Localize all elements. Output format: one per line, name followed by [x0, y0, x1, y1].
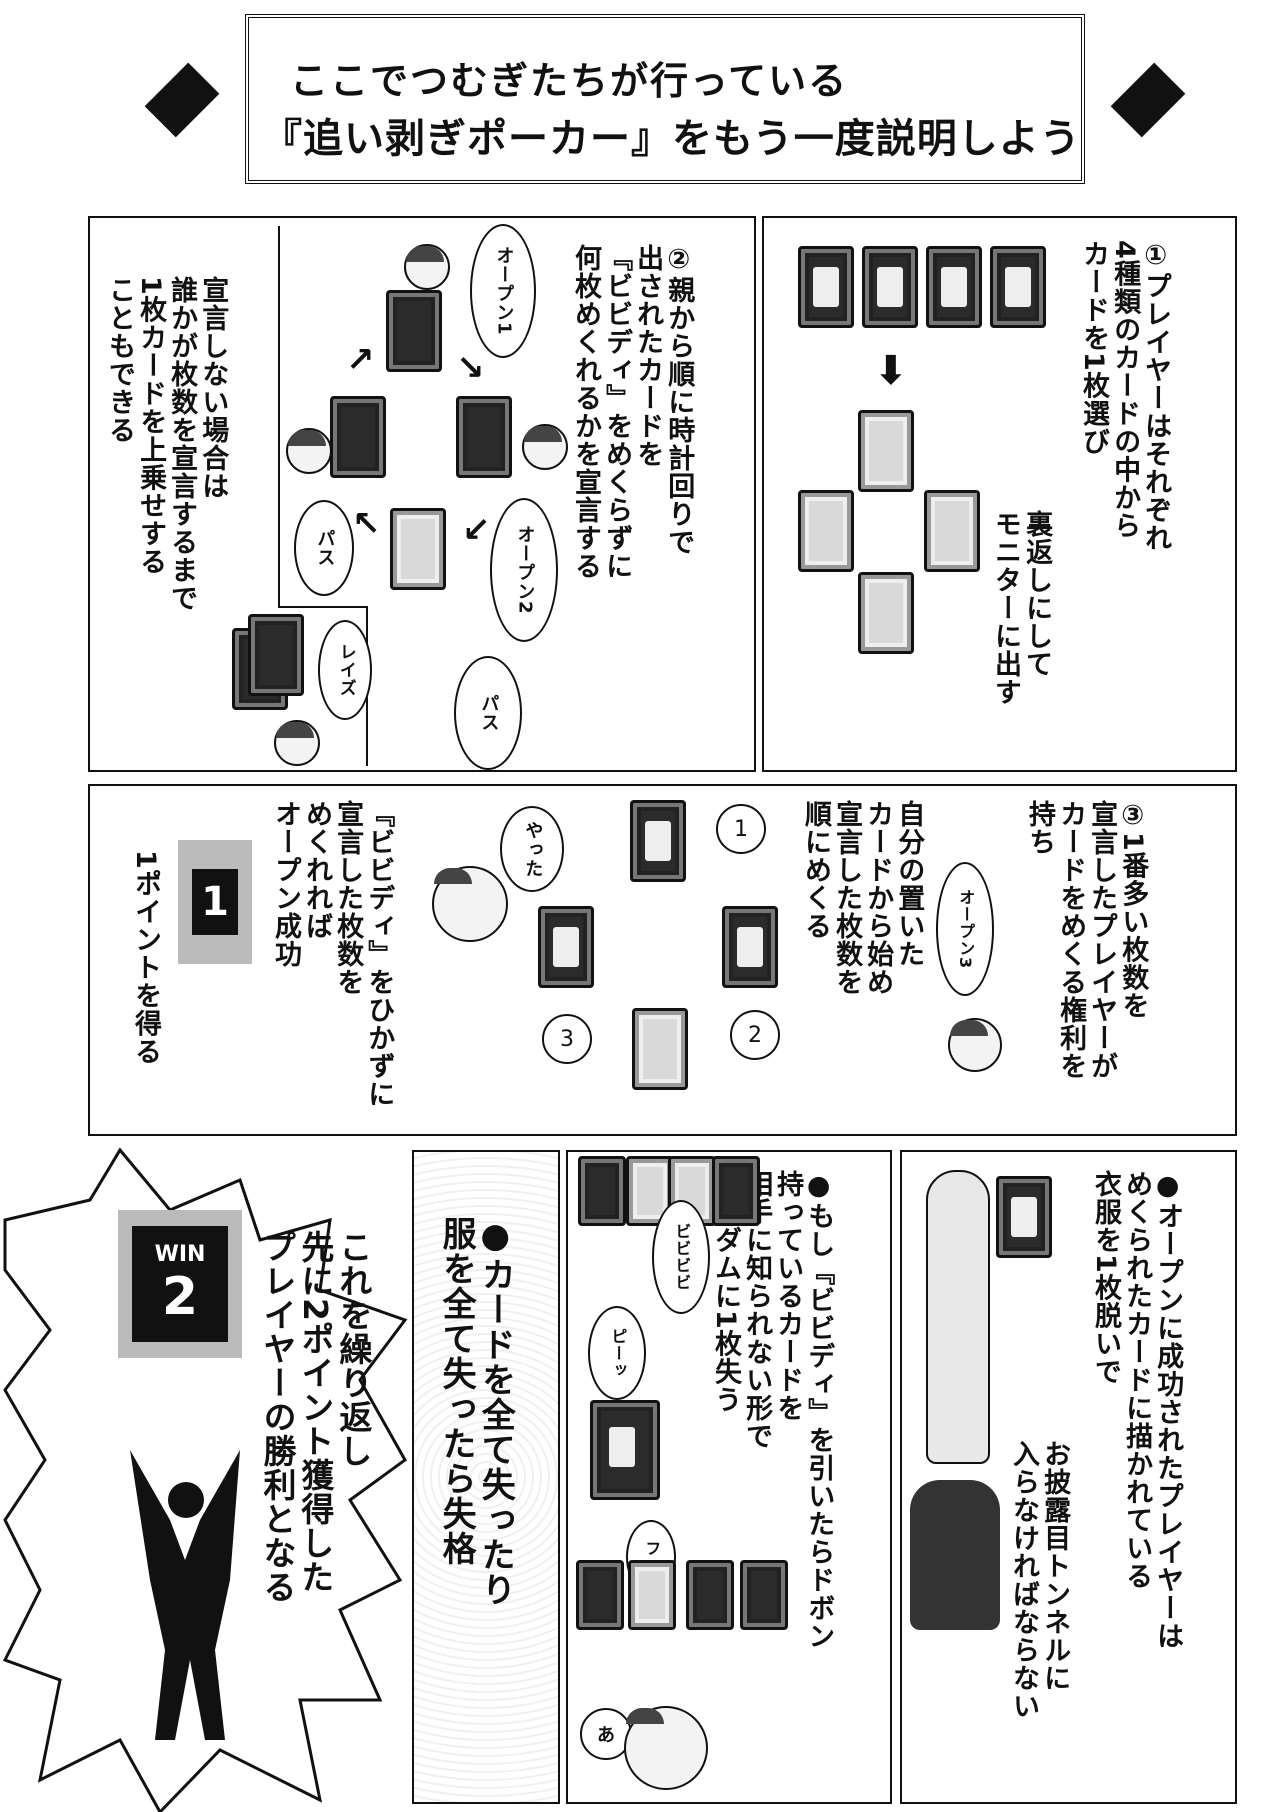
panel3-point-text: 1ポイントを得る [130, 850, 162, 1066]
card-p5-6 [628, 1560, 676, 1630]
rotate-arrow-icon-2: ↘ [456, 348, 485, 388]
card-p5-5 [576, 1560, 624, 1630]
win-burst [2, 1147, 408, 1812]
card-bottom [390, 508, 446, 590]
player-face-right [522, 424, 568, 470]
player-face-top [404, 244, 450, 290]
panel3-step: 自分の置いた カードから始め 宣言した枚数を 順にめくる [800, 800, 925, 996]
panel2-divider [278, 226, 280, 606]
bubble-pass-a: パス [294, 500, 354, 596]
tunnel-image [910, 1480, 1000, 1630]
panel2-note: 宣言しない場合は 誰かが枚数を宣言するまで 1枚カードを上乗せする こともできる [104, 276, 229, 612]
panel4-caption: お披露目トンネルに 入らなければならない [1008, 1440, 1071, 1720]
rotate-arrow-icon-3: ↙ [462, 510, 491, 550]
card-top [386, 290, 442, 372]
panel3-success: 『ビビディ』をひかずに 宣言した枚数を めくれれば オープン成功 [270, 800, 395, 1108]
header-frame [245, 14, 1085, 184]
bubble-raise: レイズ [318, 620, 372, 720]
player-face-left [286, 428, 332, 474]
card-panties-p5 [590, 1400, 660, 1500]
panel1-title: ①プレイヤーはそれぞれ 4種類のカードの中から カードを1枚選び [1078, 240, 1172, 552]
card-p3-bottom [632, 1008, 688, 1090]
panel-4 [900, 1150, 1237, 1804]
bubble-yatta: やった [500, 806, 564, 892]
diamond-left-icon [144, 62, 220, 138]
panel4-text: ●オープンに成功されたプレイヤーは めくられたカードに描かれている 衣服を1枚脱… [1090, 1170, 1184, 1650]
card-raise-2 [248, 614, 304, 696]
panel5-text: ●もし『ビビディ』を引いたらドボン 持っているカードを 相手に知られない形で ラ… [710, 1170, 835, 1650]
sfx-bibibibi: ビビビビ [652, 1200, 710, 1314]
point-badge-number: 1 [192, 869, 238, 935]
rotate-arrow-icon-4: ↖ [352, 504, 381, 544]
down-arrow-icon: ⬇ [874, 348, 908, 394]
rotate-arrow-icon-1: ↗ [346, 340, 375, 380]
card-p5-1 [578, 1156, 626, 1226]
card-back-top [858, 410, 914, 492]
card-p3-right [722, 906, 778, 988]
order-number-1: 1 [716, 804, 766, 854]
player-face-bottom [274, 720, 320, 766]
panel1-caption: 裏返しにして モニターに出す [990, 510, 1053, 706]
bunny-girl-figure [926, 1170, 990, 1464]
card-p5-4 [712, 1156, 760, 1226]
win-badge-label: WIN [154, 1241, 206, 1267]
card-panties [862, 246, 918, 328]
card-dress [990, 246, 1046, 328]
order-number-2: 2 [730, 1010, 780, 1060]
card-bra [926, 246, 982, 328]
card-p5-7 [686, 1560, 734, 1630]
card-right [456, 396, 512, 478]
header-title-line1: ここでつむぎたちが行っている [290, 59, 849, 103]
panel-6 [412, 1150, 560, 1804]
card-left [330, 396, 386, 478]
bubble-open3: オープン3 [936, 862, 994, 996]
sfx-pitsu: ピーッ [588, 1306, 646, 1400]
panel7-text: これを繰り返し 先に2ポイント獲得した プレイヤーの勝利となる [257, 1230, 373, 1604]
panel6-text: ●カードを全て失ったり 服を全て失ったら失格 [436, 1216, 516, 1607]
bubble-open1: オープン1 [470, 224, 536, 358]
bubble-open2: オープン2 [490, 498, 558, 642]
win-badge-number: 2 [161, 1266, 199, 1327]
card-p3-left [538, 906, 594, 988]
diamond-right-icon [1110, 62, 1186, 138]
player-face-p3-right [948, 1018, 1002, 1072]
card-back-left [798, 490, 854, 572]
card-dress-p4 [996, 1176, 1052, 1258]
card-p3-top [630, 800, 686, 882]
player-face-yatta [432, 866, 508, 942]
order-number-3: 3 [542, 1014, 592, 1064]
card-back-bottom [858, 572, 914, 654]
card-p5-8 [740, 1560, 788, 1630]
win-badge: WIN 2 [118, 1210, 242, 1358]
card-back-right [924, 490, 980, 572]
bubble-pass-b: パス [454, 656, 522, 770]
card-tux [798, 246, 854, 328]
point-badge: 1 [178, 840, 252, 964]
player-face-shocked [624, 1706, 708, 1790]
header-title-line2: 『追い剥ぎポーカー』をもう一度説明しよう [262, 116, 1081, 162]
panel3-title: ③1番多い枚数を 宣言したプレイヤーが カードをめくる権利を 持ち [1024, 800, 1149, 1080]
panel2-title: ②親から順に時計回りで 出されたカードを 『ビビディ』をめくらずに 何枚めくれる… [570, 244, 695, 580]
panel2-divider-h [278, 606, 368, 608]
